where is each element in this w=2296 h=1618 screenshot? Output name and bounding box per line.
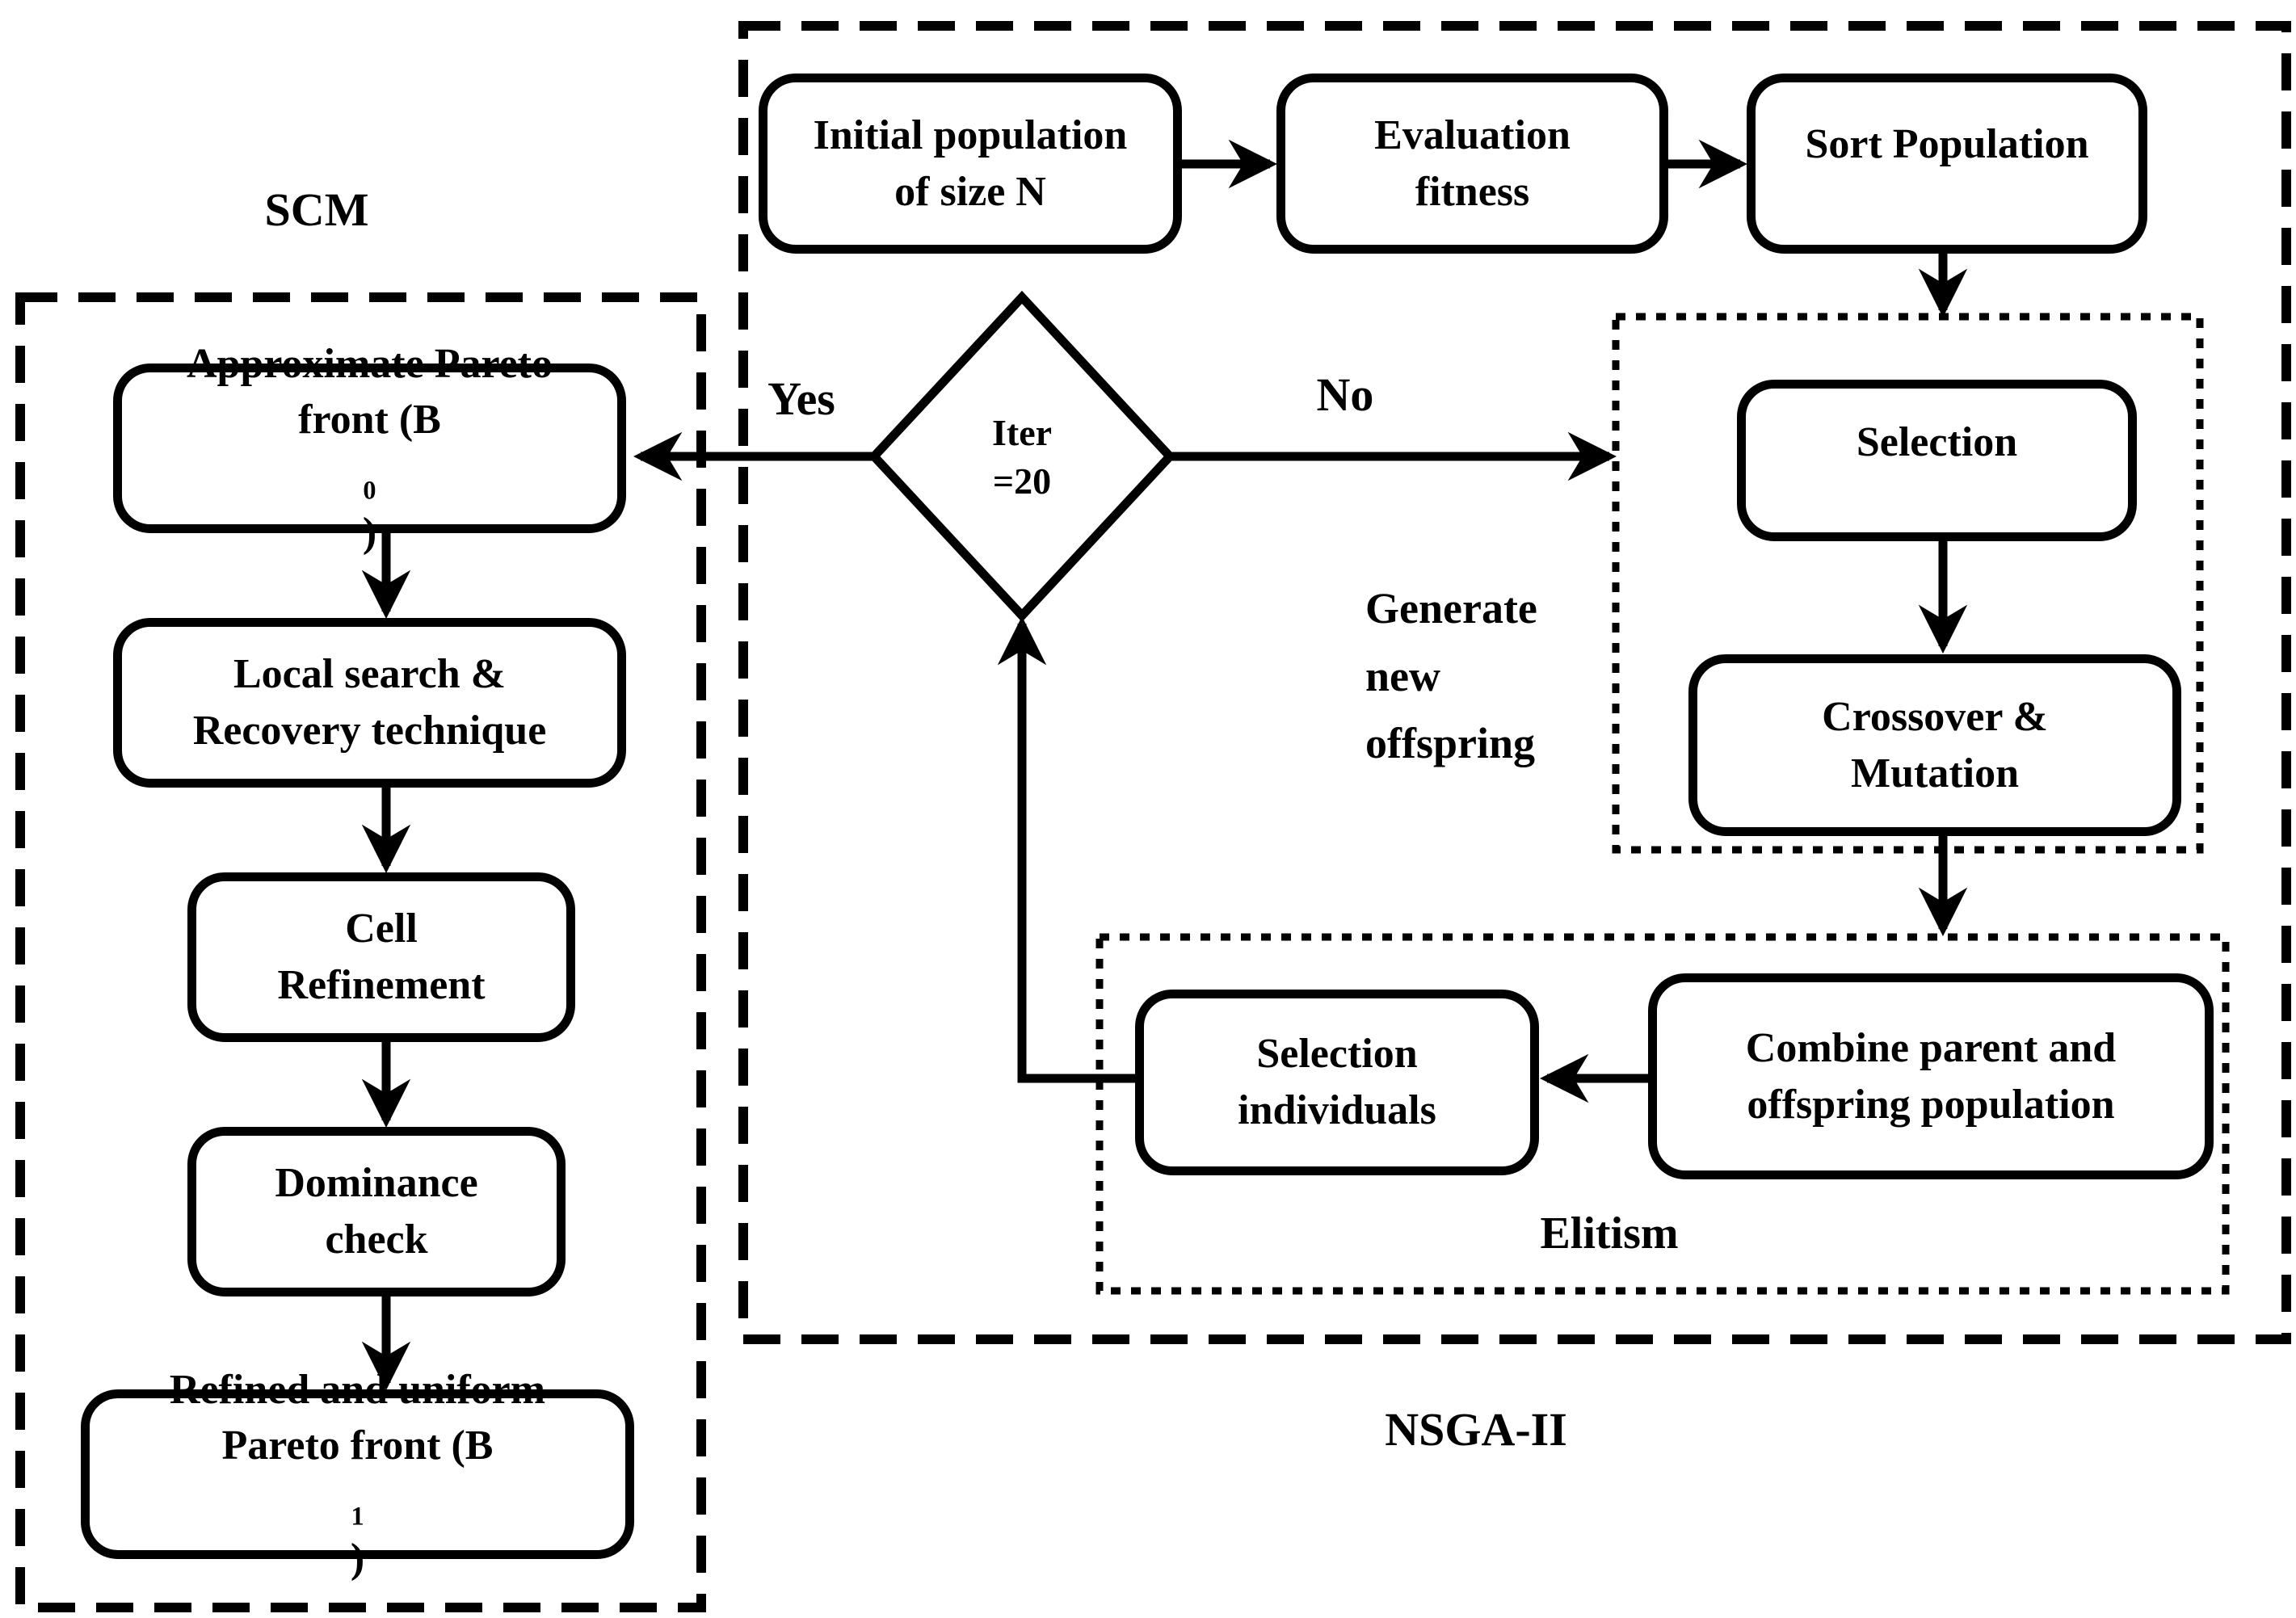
node-text-line: Cell <box>345 906 418 952</box>
node-initial-population: Initial population of size N <box>759 74 1182 254</box>
node-text-line: Local search & <box>233 651 506 698</box>
node-dominance-check: Dominance check <box>187 1127 566 1297</box>
generate-offspring-group-border <box>1612 313 2204 854</box>
no-branch-label: No <box>1316 368 1374 421</box>
decision-line2: =20 <box>992 460 1052 502</box>
node-text-line: Refinement <box>277 962 486 1008</box>
node-text-line: Sort Population <box>1805 121 2089 167</box>
generate-offspring-group-label: Generate new offspring <box>1365 575 1608 778</box>
node-combine-parent-offspring: Combine parent and offspring population <box>1648 973 2214 1179</box>
node-text-line: Selection <box>1856 419 2018 465</box>
node-text-line: Recovery technique <box>192 708 547 754</box>
node-text-line: Dominance <box>275 1160 478 1207</box>
node-selection-individuals: Selection individuals <box>1135 990 1539 1175</box>
decision-line1: Iter <box>991 412 1053 453</box>
node-text-line: Refined and uniform <box>169 1366 546 1413</box>
node-crossover-mutation: Crossover & Mutation <box>1688 654 2181 836</box>
node-text-line: of size N <box>894 168 1046 215</box>
node-sort-population: Sort Population <box>1747 74 2147 254</box>
node-text-line: Mutation <box>1851 750 2019 796</box>
arrow-elitism-loop-to-decision <box>997 616 1135 1083</box>
node-text-line: Evaluation <box>1374 111 1571 158</box>
node-cell-refinement: Cell Refinement <box>187 872 575 1042</box>
elitism-group-border <box>1095 933 2230 1295</box>
node-local-search-recovery: Local search & Recovery technique <box>113 618 626 788</box>
decision-diamond <box>868 290 1176 623</box>
node-evaluation-fitness: Evaluation fitness <box>1276 74 1668 254</box>
node-text-line: fitness <box>1415 168 1530 215</box>
scm-group-border <box>15 292 706 1612</box>
node-text-line: Initial population <box>813 111 1128 158</box>
node-text-line: individuals <box>1238 1087 1436 1133</box>
decision-iteration-text: Iter =20 <box>941 409 1103 506</box>
generate-label-line2: new <box>1365 651 1440 700</box>
generate-label-line3: offspring <box>1365 719 1536 768</box>
generate-label-line1: Generate <box>1365 584 1537 632</box>
node-text-line: check <box>325 1217 428 1263</box>
node-selection: Selection <box>1737 380 2137 541</box>
node-text-line: offspring population <box>1747 1081 2115 1128</box>
scm-group-label: SCM <box>264 183 369 236</box>
yes-branch-label: Yes <box>767 372 835 425</box>
node-text-line: Combine parent and <box>1745 1024 2117 1071</box>
nsga-group-border <box>738 21 2291 1344</box>
node-text-line: Approximate Pareto <box>187 340 553 387</box>
node-text-line: Selection <box>1256 1031 1418 1078</box>
nsga-group-label: NSGA-II <box>1385 1403 1567 1456</box>
node-text-line: Crossover & <box>1822 693 2048 740</box>
elitism-group-label: Elitism <box>1540 1208 1679 1259</box>
